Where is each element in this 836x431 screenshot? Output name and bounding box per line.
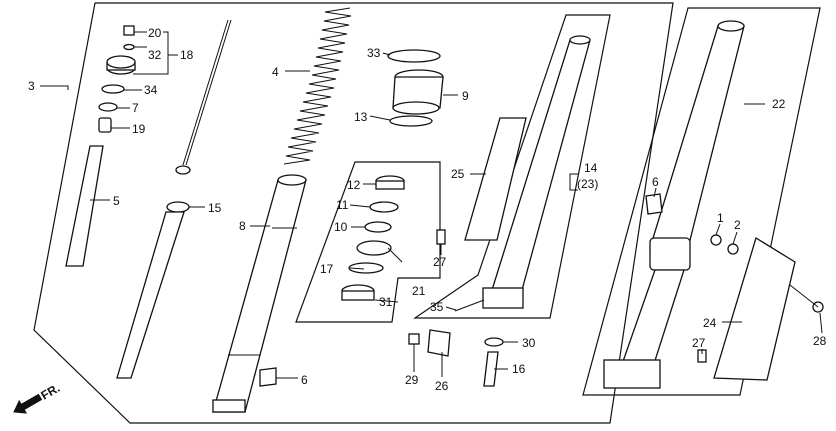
part-7-washer	[98, 102, 118, 112]
callout-13: 13	[354, 110, 368, 124]
callout-5: 5	[113, 194, 120, 208]
right-fork-assembly-frame	[582, 7, 821, 396]
part-1-screw	[710, 234, 722, 246]
part-35-pin	[454, 299, 485, 312]
part-29-nut	[408, 333, 420, 345]
callout-7: 7	[132, 101, 139, 115]
part-15-washer	[166, 201, 190, 213]
callout-18: 18	[180, 48, 194, 62]
callout-24: 24	[703, 316, 717, 330]
part-25-guard	[464, 117, 527, 241]
damper-rod	[182, 19, 229, 166]
part-6-bushing-b	[645, 193, 663, 215]
front-direction-label: FR.	[39, 381, 63, 403]
part-32-o-ring	[123, 43, 135, 51]
part-30-washer	[484, 337, 504, 347]
part-13-clip	[389, 115, 433, 127]
bushing-kit-parts	[341, 175, 405, 301]
part-5-guide	[65, 145, 104, 267]
right-slider	[619, 269, 685, 371]
callout-4: 4	[272, 65, 279, 79]
part-24-guard	[713, 237, 796, 381]
part-4-spring	[283, 7, 352, 165]
spring-and-inner-tube	[212, 7, 352, 413]
assembly-frames	[33, 2, 821, 424]
part-10-oil-seal	[356, 240, 392, 256]
callout-labels: 20 32 18 3 34 7 19 5 15 4 8 6 33 9 13 12…	[28, 26, 827, 393]
right-axle-holder	[603, 359, 661, 389]
leader-lines	[40, 31, 823, 379]
callout-26: 26	[435, 379, 449, 393]
part-6-bushing-a	[259, 367, 277, 387]
callout-11: 11	[336, 198, 349, 212]
callout-9: 9	[462, 89, 469, 103]
part-18-fork-cap-top	[106, 55, 136, 69]
part-33-ring	[387, 49, 441, 63]
callout-30: 30	[522, 336, 536, 350]
callout-10: 10	[334, 220, 348, 234]
main-assembly-frame	[33, 2, 674, 424]
callout-12: 12	[347, 178, 361, 192]
part-14-outer-tube-top	[569, 35, 591, 45]
callout-16: 16	[512, 362, 526, 376]
right-slider-collar	[649, 237, 691, 271]
callout-25: 25	[451, 167, 465, 181]
damper-rod-collar	[175, 165, 191, 175]
callout-1: 1	[717, 211, 724, 225]
part-19-nut	[98, 117, 112, 133]
clamp-parts	[408, 329, 504, 387]
callout-34: 34	[144, 83, 158, 97]
callout-20: 20	[148, 26, 162, 40]
callout-35: 35	[430, 300, 444, 314]
callout-22: 22	[772, 97, 786, 111]
seal-stack	[387, 49, 444, 127]
callout-28: 28	[813, 334, 827, 348]
part-12-bushing-body	[375, 180, 405, 190]
callout-6a: 6	[301, 373, 308, 387]
part-16-bolt	[483, 351, 499, 387]
callout-33: 33	[367, 46, 381, 60]
part-34-o-ring	[101, 84, 125, 94]
right-fork-parts	[603, 20, 824, 389]
callout-3: 3	[28, 79, 35, 93]
outer-tube-assembly	[436, 35, 591, 312]
part-20-bolt	[123, 25, 135, 36]
damper-cylinder	[116, 211, 185, 379]
part-27-bolt-a	[436, 229, 446, 245]
callout-27b: 27	[692, 336, 706, 350]
damper-rod-parts	[65, 19, 232, 379]
callout-15: 15	[208, 201, 222, 215]
slide-bushing-kit-frame	[295, 161, 441, 323]
right-outer-tube-top	[717, 20, 745, 32]
callout-23: (23)	[577, 177, 598, 191]
front-direction-arrow-icon	[13, 393, 43, 414]
callout-14: 14	[584, 161, 598, 175]
callout-27a: 27	[433, 255, 447, 269]
part-8-inner-tube-top	[277, 174, 307, 186]
callout-32: 32	[148, 48, 162, 62]
damper-rod-edge	[185, 19, 232, 166]
part-17-clip	[348, 262, 384, 274]
callout-17: 17	[320, 262, 334, 276]
part-31-dust-seal-body	[341, 290, 375, 301]
callout-21: 21	[412, 284, 426, 298]
callout-6b: 6	[652, 175, 659, 189]
callout-29: 29	[405, 373, 419, 387]
front-direction-indicator: FR.	[13, 381, 63, 414]
callout-19: 19	[132, 122, 146, 136]
callout-31: 31	[379, 295, 393, 309]
part-10-washer	[364, 221, 392, 233]
part-2-screw	[727, 243, 739, 255]
part-11-bushing	[369, 201, 399, 213]
inner-tube-foot	[212, 399, 246, 413]
axle-holder	[482, 287, 524, 309]
part-9-collar-bottom	[392, 101, 440, 115]
callout-8: 8	[239, 219, 246, 233]
callout-2: 2	[734, 218, 741, 232]
part-9-collar	[392, 76, 444, 109]
part-26-clamp	[427, 329, 451, 357]
